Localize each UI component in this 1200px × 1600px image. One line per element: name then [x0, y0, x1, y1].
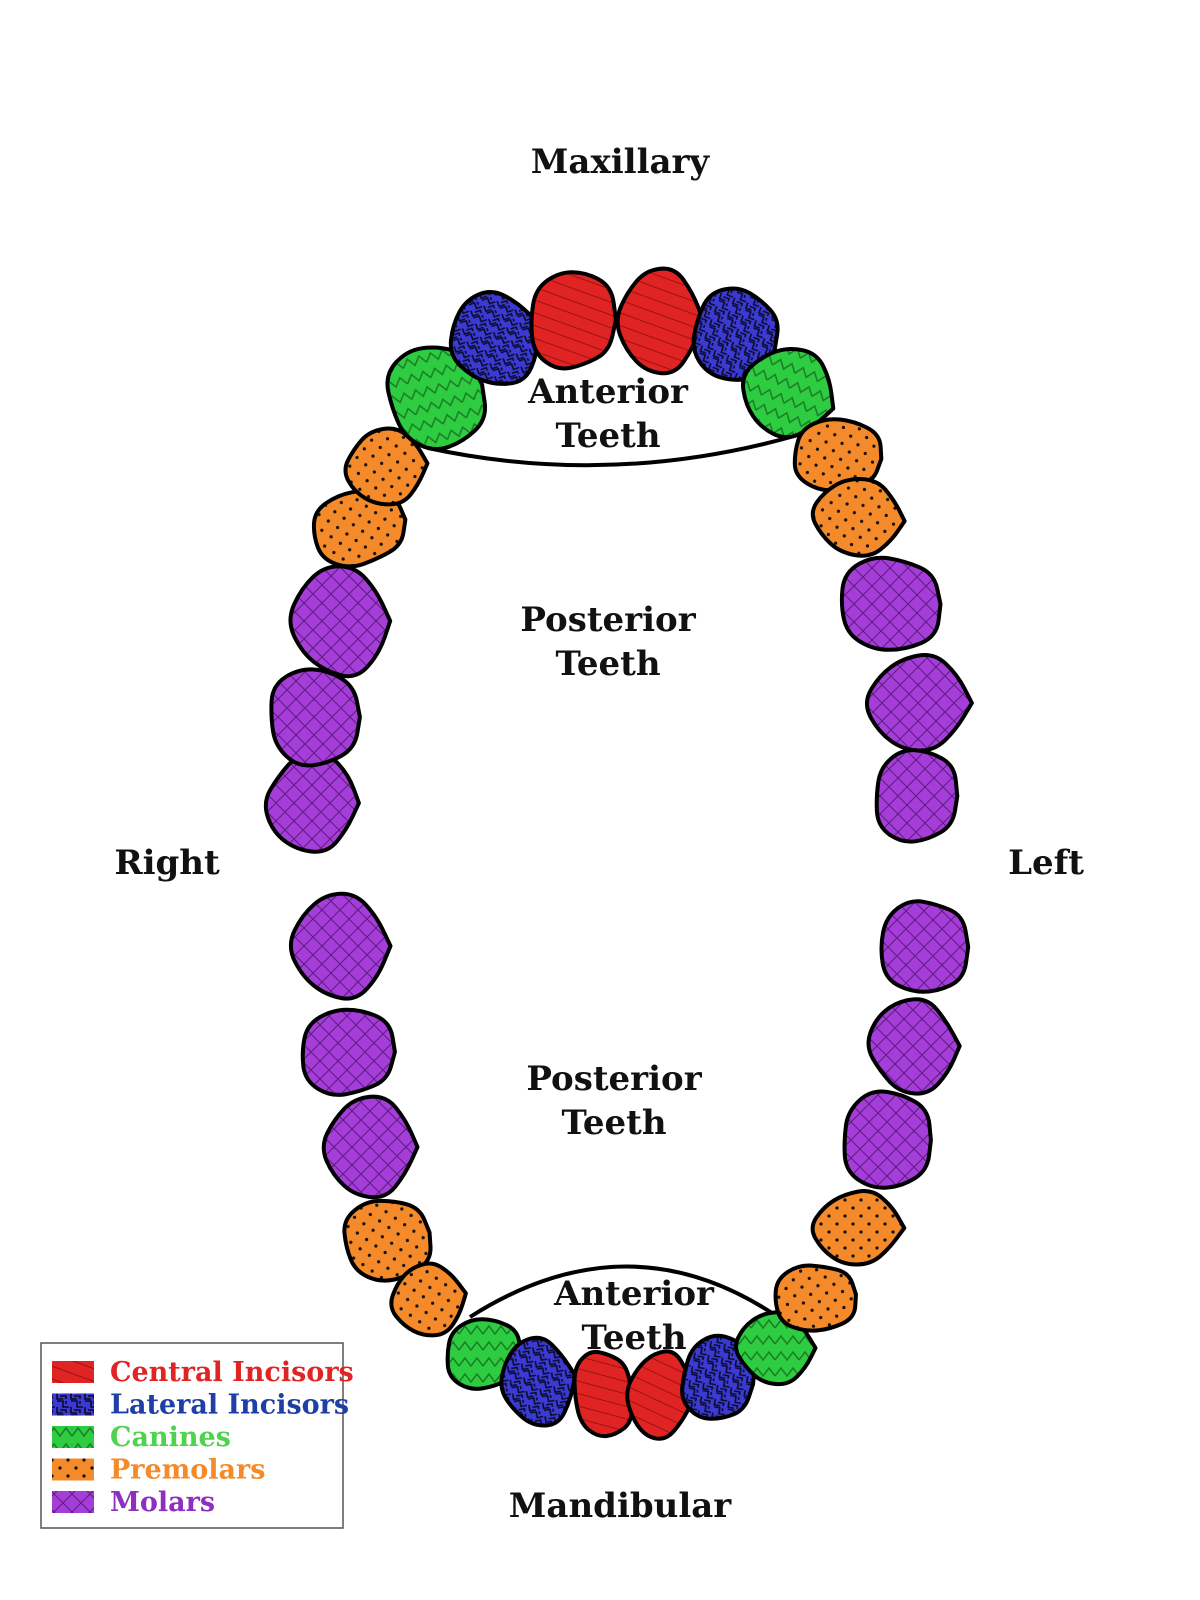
- upper-anterior-boundary-arc: [427, 433, 799, 468]
- lower-molar-tooth: [321, 1094, 420, 1200]
- legend-swatch-canine: [52, 1426, 94, 1448]
- mandibular-label: Mandibular: [509, 1486, 733, 1526]
- lower-molar-tooth: [879, 899, 971, 994]
- lower-central-tooth: [625, 1349, 697, 1441]
- maxillary-label: Maxillary: [531, 142, 711, 182]
- right-label: Right: [114, 843, 220, 883]
- lower-posterior-label-line2: Teeth: [561, 1103, 666, 1143]
- upper-anterior-label-line1: Anterior: [527, 372, 689, 412]
- upper-molar-tooth: [839, 555, 943, 652]
- lower-molar-tooth: [842, 1089, 933, 1190]
- legend-label-premolar: Premolars: [110, 1455, 265, 1486]
- legend-swatch-molar: [52, 1491, 94, 1513]
- upper-lateral-tooth: [448, 290, 541, 386]
- upper-molar-tooth: [269, 667, 362, 768]
- upper-posterior-label-line1: Posterior: [520, 600, 696, 640]
- upper-molar-tooth: [263, 751, 361, 854]
- upper-premolar-tooth: [343, 426, 430, 507]
- legend-swatch-premolar: [52, 1458, 94, 1481]
- legend-label-central: Central Incisors: [110, 1357, 354, 1388]
- legend-label-molar: Molars: [110, 1487, 215, 1518]
- upper-central-tooth: [529, 270, 618, 371]
- lower-molar-tooth: [288, 891, 393, 1001]
- lower-premolar-tooth: [389, 1261, 468, 1338]
- upper-molar-tooth: [864, 653, 974, 753]
- mandibular-teeth: [288, 891, 971, 1441]
- left-label: Left: [1008, 843, 1084, 883]
- legend-swatch-central: [52, 1361, 94, 1383]
- lower-anterior-label-line1: Anterior: [553, 1274, 715, 1314]
- lower-molar-tooth: [300, 1007, 397, 1097]
- lower-lateral-tooth: [499, 1335, 578, 1428]
- legend-swatch-lateral: [52, 1393, 94, 1416]
- lower-premolar-tooth: [810, 1189, 907, 1267]
- lower-molar-tooth: [866, 997, 962, 1096]
- upper-posterior-label-line2: Teeth: [555, 644, 660, 684]
- upper-molar-tooth: [288, 564, 393, 679]
- lower-anterior-label-line2: Teeth: [581, 1318, 686, 1358]
- maxillary-teeth: [263, 266, 974, 854]
- lower-central-tooth: [572, 1349, 635, 1439]
- upper-molar-tooth: [874, 748, 960, 844]
- upper-premolar-tooth: [810, 477, 907, 558]
- upper-anterior-label-line2: Teeth: [555, 416, 660, 456]
- lower-lateral-tooth: [680, 1333, 757, 1421]
- legend-label-canine: Canines: [110, 1422, 231, 1453]
- lower-posterior-label-line1: Posterior: [526, 1059, 702, 1099]
- upper-canine-tooth: [385, 345, 487, 451]
- lower-premolar-tooth: [773, 1263, 858, 1333]
- legend-label-lateral: Lateral Incisors: [110, 1390, 349, 1421]
- upper-central-tooth: [615, 266, 706, 376]
- lower-anterior-boundary-arc: [468, 1264, 777, 1319]
